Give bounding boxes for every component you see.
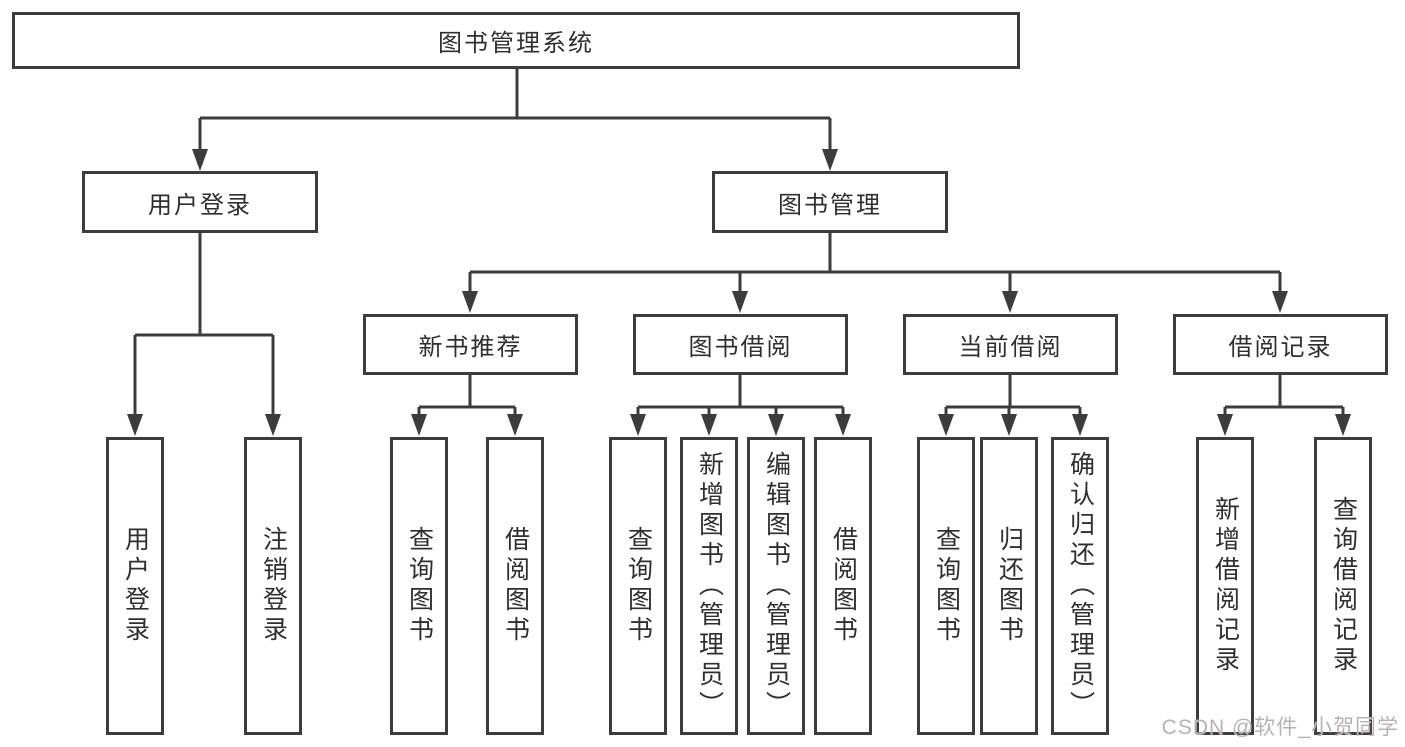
node-book-borrow: 图书借阅 xyxy=(633,314,848,375)
node-root: 图书管理系统 xyxy=(12,12,1020,69)
arrow-down-icon xyxy=(938,414,954,436)
leaf-edit-book-admin: 编辑图书（管理员） xyxy=(747,437,805,735)
node-borrow-records: 借阅记录 xyxy=(1173,314,1388,375)
arrow-down-icon xyxy=(127,414,143,436)
arrow-down-icon xyxy=(462,291,478,313)
arrow-down-icon xyxy=(1335,414,1351,436)
arrow-down-icon xyxy=(732,291,748,313)
arrow-down-icon xyxy=(1001,414,1017,436)
arrow-down-icon xyxy=(1072,414,1088,436)
connector-segments xyxy=(133,68,1345,418)
node-user-login: 用户登录 xyxy=(82,171,318,233)
arrow-down-icon xyxy=(265,414,281,436)
arrow-down-icon xyxy=(630,414,646,436)
leaf-query-books-borrow: 查询图书 xyxy=(609,437,667,735)
node-new-book-recommend: 新书推荐 xyxy=(363,314,578,375)
leaf-borrow-books: 借阅图书 xyxy=(814,437,872,735)
arrow-down-icon xyxy=(411,414,427,436)
node-book-management: 图书管理 xyxy=(712,171,948,233)
leaf-return-books: 归还图书 xyxy=(980,437,1038,735)
arrow-heads xyxy=(127,149,1351,436)
arrow-down-icon xyxy=(701,414,717,436)
arrow-down-icon xyxy=(507,414,523,436)
leaf-query-books-recommend: 查询图书 xyxy=(390,437,448,735)
leaf-add-borrow-record: 新增借阅记录 xyxy=(1196,437,1254,735)
leaf-user-login: 用户登录 xyxy=(106,437,164,735)
csdn-watermark: CSDN @软件_小贺同学 xyxy=(1161,716,1399,739)
arrow-down-icon xyxy=(192,149,208,171)
leaf-logout: 注销登录 xyxy=(244,437,302,735)
arrow-down-icon xyxy=(768,414,784,436)
leaf-borrow-books-recommend: 借阅图书 xyxy=(486,437,544,735)
arrow-down-icon xyxy=(1217,414,1233,436)
arrow-down-icon xyxy=(1002,291,1018,313)
arrow-down-icon xyxy=(822,149,838,171)
arrow-down-icon xyxy=(835,414,851,436)
leaf-query-books-current: 查询图书 xyxy=(917,437,975,735)
arrow-down-icon xyxy=(1272,291,1288,313)
leaf-add-book-admin: 新增图书（管理员） xyxy=(680,437,738,735)
leaf-confirm-return-admin: 确认归还（管理员） xyxy=(1051,437,1109,735)
node-current-borrow: 当前借阅 xyxy=(903,314,1118,375)
leaf-query-borrow-record: 查询借阅记录 xyxy=(1314,437,1372,735)
